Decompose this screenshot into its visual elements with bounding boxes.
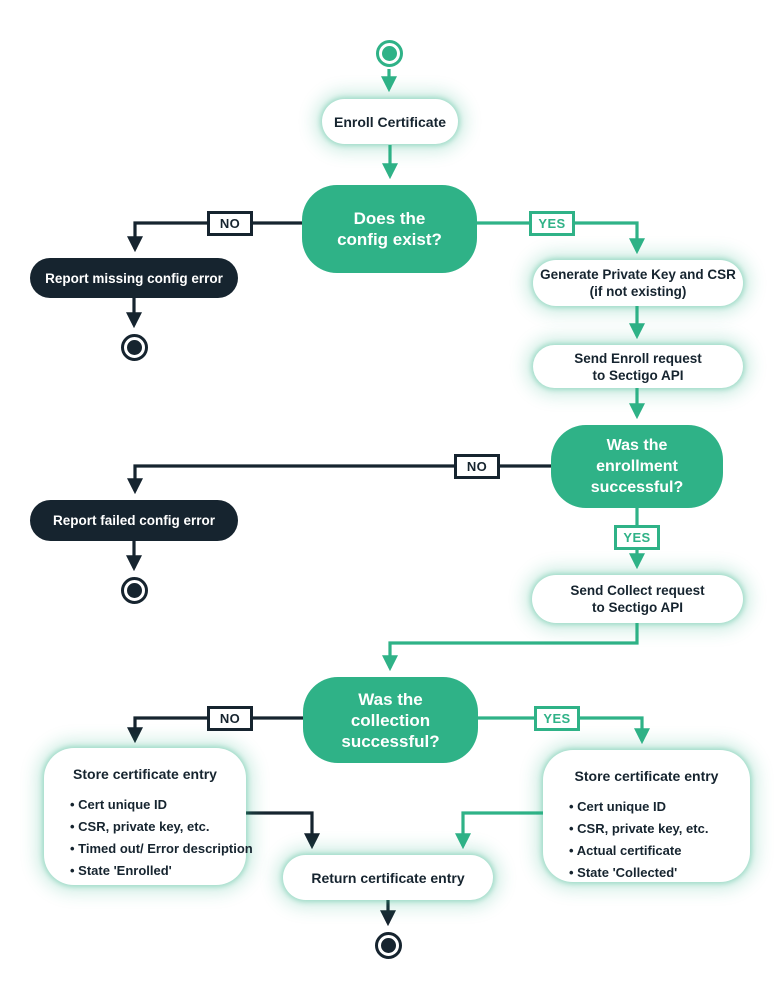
send-collect-request-step: Send Collect request to Sectigo API (532, 575, 743, 623)
list-item: Cert unique ID (569, 796, 740, 818)
generate-key-step: Generate Private Key and CSR (if not exi… (533, 260, 743, 306)
edge-storecollected-to-return (455, 811, 543, 850)
report-missing-config-step: Report missing config error (30, 258, 238, 298)
end-dot (381, 938, 396, 953)
list-item: Cert unique ID (70, 794, 236, 816)
list-item: State 'Collected' (569, 862, 740, 884)
enrollment-decision-line3: successful? (590, 479, 684, 496)
send-enroll-request-step: Send Enroll request to Sectigo API (533, 345, 743, 388)
no-label-config: NO (207, 211, 253, 236)
store-enrolled-title: Store certificate entry (73, 766, 217, 782)
end-node-missing (121, 334, 148, 361)
end-dot (127, 583, 142, 598)
yes-label-collection: YES (534, 706, 580, 731)
start-dot (382, 46, 397, 61)
list-item: CSR, private key, etc. (569, 818, 740, 840)
collection-decision-line2: collection (350, 710, 431, 730)
generate-key-line2: (if not existing) (589, 284, 687, 299)
edge-enrollment-no (127, 464, 551, 495)
enrollment-successful-decision: Was the enrollment successful? (551, 425, 723, 508)
send-collect-line2: to Sectigo API (591, 600, 683, 615)
generate-key-line1: Generate Private Key and CSR (540, 267, 736, 282)
enrollment-decision-line1: Was the (606, 437, 668, 454)
return-certificate-step: Return certificate entry (283, 855, 493, 900)
list-item: Timed out/ Error description (70, 838, 253, 860)
no-label-collection: NO (207, 706, 253, 731)
edge-collection-yes (478, 716, 650, 745)
report-failed-config-step: Report failed config error (30, 500, 238, 541)
list-item: Actual certificate (569, 840, 740, 862)
store-collected-list: Cert unique ID CSR, private key, etc. Ac… (553, 796, 740, 884)
end-node-final (375, 932, 402, 959)
store-enrolled-list: Cert unique ID CSR, private key, etc. Ti… (54, 794, 253, 882)
collection-decision-line1: Was the (358, 689, 423, 709)
end-node-failed (121, 577, 148, 604)
send-enroll-line2: to Sectigo API (592, 367, 684, 383)
end-dot (127, 340, 142, 355)
config-decision-line2: config exist? (337, 230, 442, 249)
store-entry-collected-box: Store certificate entry Cert unique ID C… (543, 750, 750, 882)
enroll-certificate-step: Enroll Certificate (322, 99, 458, 144)
edge-collect-to-collection (382, 623, 639, 672)
collection-decision-line3: successful? (341, 731, 440, 751)
list-item: State 'Enrolled' (70, 860, 236, 882)
collection-successful-decision: Was the collection successful? (303, 677, 478, 763)
store-collected-title: Store certificate entry (574, 768, 719, 784)
report-failed-label: Report failed config error (52, 513, 216, 528)
send-collect-line1: Send Collect request (570, 583, 705, 598)
list-item: CSR, private key, etc. (70, 816, 236, 838)
store-entry-enrolled-box: Store certificate entry Cert unique ID C… (44, 748, 253, 885)
send-enroll-line1: Send Enroll request (574, 350, 702, 366)
yes-label-config: YES (529, 211, 575, 236)
enroll-certificate-label: Enroll Certificate (333, 113, 447, 130)
return-certificate-label: Return certificate entry (311, 869, 465, 886)
report-missing-label: Report missing config error (45, 270, 223, 286)
yes-label-enrollment: YES (614, 525, 660, 550)
start-node (376, 40, 403, 67)
edge-storeenrolled-to-return (246, 811, 320, 850)
no-label-enrollment: NO (454, 454, 500, 479)
enrollment-decision-line2: enrollment (596, 458, 678, 475)
config-exists-decision: Does the config exist? (302, 185, 477, 273)
config-decision-line1: Does the (353, 209, 426, 228)
